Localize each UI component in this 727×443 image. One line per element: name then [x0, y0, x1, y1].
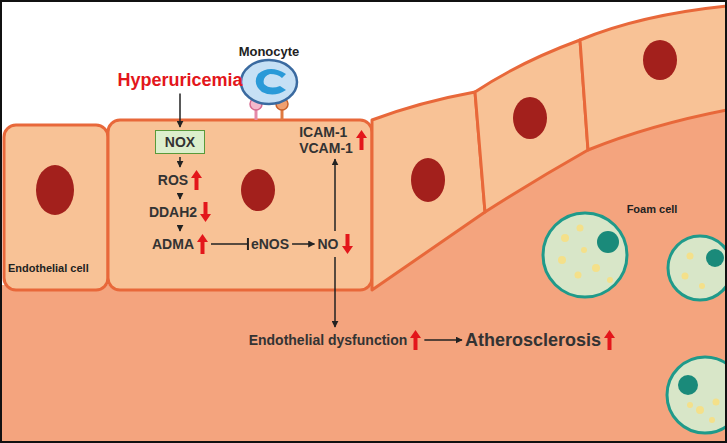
- node-text: NO: [318, 236, 339, 252]
- lipid-droplets: [558, 225, 720, 424]
- foam-cell: [668, 236, 727, 300]
- cell-label: Foam cell: [627, 203, 678, 215]
- outcome-term: Atherosclerosis: [465, 330, 615, 351]
- nucleus: [411, 158, 445, 202]
- change-arrow: [191, 170, 202, 190]
- node-text: ADMA: [152, 236, 194, 252]
- adhesion-molecules: ICAM-1VCAM-1: [299, 124, 367, 156]
- node-text: Atherosclerosis: [465, 330, 601, 351]
- pathway-term: DDAH2: [149, 202, 211, 222]
- arrow-connector: [180, 225, 181, 231]
- pathway-term: NO: [318, 234, 353, 254]
- foam-cell: [543, 213, 627, 297]
- pathway-term: ADMA: [152, 234, 208, 254]
- arrow-connector: [335, 159, 336, 231]
- endothelial-cell: [475, 40, 588, 212]
- node-text: ROS: [158, 172, 188, 188]
- change-arrow: [410, 330, 421, 350]
- process-box: NOX: [155, 130, 205, 154]
- node-text: DDAH2: [149, 204, 197, 220]
- change-arrow: [604, 330, 615, 350]
- change-arrow: [356, 130, 367, 150]
- pathway-term: eNOS: [251, 236, 289, 252]
- endothelial-cell: [4, 125, 108, 290]
- foam-cell: [667, 357, 727, 433]
- arrow-connector: [424, 340, 462, 341]
- foam-cell-nucleus: [597, 231, 619, 253]
- nucleus: [513, 97, 547, 139]
- node-text: Endothelial dysfunction: [249, 332, 408, 348]
- arrow-connector: [292, 244, 314, 245]
- node-text: ICAM-1: [299, 124, 347, 140]
- outcome-term: Endothelial dysfunction: [249, 330, 422, 350]
- vessel-wall: [0, 106, 727, 443]
- node-text: NOX: [155, 130, 205, 154]
- arrow-connector: [180, 193, 181, 199]
- monocyte: [241, 60, 297, 104]
- foam-cell-nucleus: [678, 375, 698, 395]
- arrow-connector: [180, 157, 181, 167]
- foam-cell-nucleus: [706, 249, 724, 267]
- monocyte-nucleus: [256, 69, 286, 95]
- cell-label: Endothelial cell: [8, 262, 89, 274]
- endothelial-cell: [580, 6, 727, 150]
- node-text: Hyperuricemia: [117, 70, 242, 91]
- arrow-connector: [180, 94, 181, 128]
- change-arrow: [342, 234, 353, 254]
- arrow-connector: [335, 257, 336, 327]
- cell-label: Monocyte: [239, 44, 300, 59]
- change-arrow: [197, 234, 208, 254]
- nucleus: [643, 40, 677, 80]
- trigger-label: Hyperuricemia: [117, 70, 242, 91]
- node-text: eNOS: [251, 236, 289, 252]
- change-arrow: [200, 202, 211, 222]
- endothelial-cell: [108, 120, 372, 290]
- endothelial-cell: [372, 92, 485, 290]
- nucleus: [241, 169, 275, 211]
- pathway-term: ROS: [158, 170, 202, 190]
- nucleus: [36, 165, 74, 215]
- inhibition-connector: [211, 238, 248, 250]
- node-text: VCAM-1: [299, 140, 353, 156]
